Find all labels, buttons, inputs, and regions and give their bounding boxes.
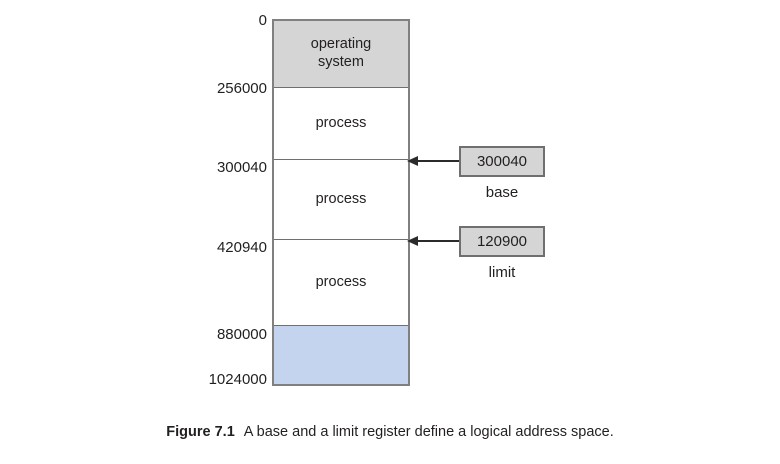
memory-segment-operating-system: operating system	[274, 21, 408, 88]
address-label-880000: 880000	[216, 326, 267, 343]
address-label-300040: 300040	[216, 159, 267, 176]
figure-caption-text: A base and a limit register define a log…	[243, 424, 614, 440]
base-register-box: 300040	[459, 146, 545, 177]
memory-segment-free-space	[274, 326, 408, 384]
memory-segment-label: operating system	[311, 36, 371, 71]
os-label-line-1: operating	[310, 36, 372, 53]
limit-register-box: 120900	[459, 226, 545, 257]
memory-segment-label: process	[315, 273, 367, 290]
memory-segment-process-2: process	[274, 160, 408, 240]
address-label-0: 0	[258, 12, 267, 29]
limit-arrow-line	[417, 240, 459, 242]
limit-arrow-head-icon	[407, 235, 418, 246]
address-label-1024000: 1024000	[208, 371, 267, 388]
figure-caption: Figure 7.1 A base and a limit register de…	[0, 424, 780, 441]
address-label-420940: 420940	[216, 239, 267, 256]
memory-segment-process-3: process	[274, 240, 408, 326]
memory-segment-label: process	[315, 114, 367, 131]
memory-column: operating system process process process	[272, 19, 410, 386]
memory-segment-process-1: process	[274, 88, 408, 160]
memory-segment-label: process	[315, 190, 367, 207]
figure-number: Figure 7.1	[166, 424, 235, 440]
address-label-256000: 256000	[216, 80, 267, 97]
limit-register-value: 120900	[476, 233, 528, 250]
base-arrow-head-icon	[407, 155, 418, 166]
base-arrow-line	[417, 160, 459, 162]
base-register-caption: base	[485, 184, 519, 201]
os-label-line-2: system	[318, 54, 364, 70]
limit-register-caption: limit	[488, 264, 516, 281]
base-register-value: 300040	[476, 153, 528, 170]
